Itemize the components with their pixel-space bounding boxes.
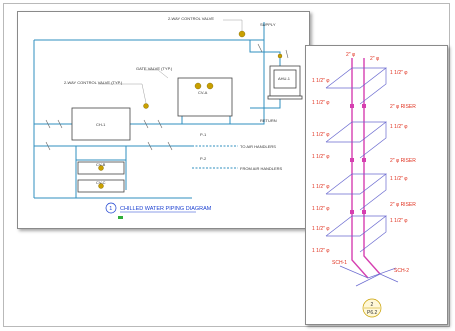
valve-box-upper[interactable] xyxy=(177,77,233,117)
bottom-label: SCH-1 xyxy=(332,260,347,266)
branch-level-3 xyxy=(325,173,388,195)
size-label-left: 1 1/2" φ xyxy=(312,226,330,232)
valve-lower-b-icon[interactable] xyxy=(98,183,104,189)
isometric-sheet-ref: P6.2 xyxy=(367,310,378,316)
chiller-box[interactable] xyxy=(71,107,131,141)
riser-label: 2" φ RISER xyxy=(390,202,416,208)
branch-level-1-drop xyxy=(359,68,387,105)
size-label-right: 1 1/2" φ xyxy=(390,124,408,130)
riser-fitting xyxy=(362,210,366,214)
fitting-mark xyxy=(147,141,153,151)
ahu-valve-icon[interactable] xyxy=(277,53,283,59)
branch-pipes xyxy=(325,67,399,287)
fitting-mark xyxy=(157,119,163,129)
leaders xyxy=(98,19,243,104)
pipe-network xyxy=(33,22,281,199)
size-label-right: 1 1/2" φ xyxy=(390,176,408,182)
components xyxy=(71,65,303,193)
ahu-screen xyxy=(273,69,297,89)
size-label-left: 1 1/2" φ xyxy=(312,132,330,138)
valve-lower-a-icon[interactable] xyxy=(98,165,104,171)
valve-box-b-label: CV-B xyxy=(96,162,106,167)
riser-pipe-b xyxy=(363,58,381,275)
piping-diagram-svg: 2-WAY CONTROL VALVE SUPPLY GATE VALVE (T… xyxy=(33,16,303,219)
diagram-number: 1 xyxy=(109,206,112,212)
size-label-right: 1 1/2" φ xyxy=(390,218,408,224)
branch-level-3-drop xyxy=(359,174,387,211)
riser-pipes xyxy=(351,58,381,279)
pump-1-label: P-1 xyxy=(200,132,207,137)
valve-box-c-label: CV-C xyxy=(96,180,106,185)
chiller-return-pipe xyxy=(198,108,265,125)
piping-diagram-sheet[interactable]: 2-WAY CONTROL VALVE SUPPLY GATE VALVE (T… xyxy=(17,11,310,229)
fitting-mark xyxy=(143,119,149,129)
valves xyxy=(98,30,283,189)
fitting-mark xyxy=(45,119,51,129)
riser-fitting xyxy=(350,210,354,214)
valve-box-a-label: CV-A xyxy=(198,90,208,95)
riser-fitting xyxy=(362,158,366,162)
branch-level-4 xyxy=(325,215,388,237)
riser-fitting xyxy=(350,158,354,162)
size-label-left: 1 1/2" φ xyxy=(312,184,330,190)
isometric-riser-svg: 1 1/2" φ 1 1/2" φ 1 1/2" φ 1 1/2" φ 1 1/… xyxy=(312,52,416,318)
diagram-number-balloon xyxy=(105,202,117,214)
fitting-mark xyxy=(57,119,63,129)
bottom-label: SCH-2 xyxy=(394,268,409,274)
fitting-mark xyxy=(45,141,51,151)
air-unit-label: AHU-1 xyxy=(278,76,291,81)
fitting-mark xyxy=(285,49,289,59)
riser-label: 2" φ RISER xyxy=(390,104,416,110)
valve-group-link xyxy=(75,146,127,161)
ahu-base xyxy=(267,95,303,100)
size-label-left: 1 1/2" φ xyxy=(312,78,330,84)
gate-valve-icon-2[interactable] xyxy=(206,82,214,90)
gate-valve-label: GATE VALVE (TYP.) xyxy=(136,66,173,71)
fittings xyxy=(45,43,289,151)
to-air-handler-label: TO AIR HANDLERS xyxy=(240,144,276,149)
pump-2-label: P-2 xyxy=(200,156,207,161)
diagram-title: CHILLED WATER PIPING DIAGRAM xyxy=(120,206,212,212)
riser-fitting xyxy=(350,104,354,108)
return-top-label: RETURN xyxy=(260,118,277,123)
bottom-manifold-b xyxy=(355,273,399,287)
bottom-manifold xyxy=(339,265,397,279)
top-size-label: 2" φ xyxy=(370,56,380,62)
branch-level-4-drop xyxy=(359,216,387,253)
fitting-mark xyxy=(257,43,263,53)
size-label-left: 1 1/2" φ xyxy=(312,100,330,106)
size-label-left: 1 1/2" φ xyxy=(312,248,330,254)
ahu-supply-pipe xyxy=(249,40,281,74)
title-marker xyxy=(118,216,123,219)
size-label-left: 1 1/2" φ xyxy=(312,154,330,160)
riser-pipe-a xyxy=(351,58,369,279)
branch-level-1 xyxy=(325,67,388,89)
gate-valve-icon[interactable] xyxy=(194,82,202,90)
control-valve-left-icon[interactable] xyxy=(143,103,149,109)
top-size-label: 2" φ xyxy=(346,52,356,58)
branch-level-2-drop xyxy=(359,122,387,159)
chiller-label: CH-1 xyxy=(96,122,106,127)
fitting-mark xyxy=(167,141,173,151)
control-valve-top-label: 2-WAY CONTROL VALVE xyxy=(168,16,214,21)
supply-top-label: SUPPLY xyxy=(260,22,276,27)
control-valve-left-label: 2-WAY CONTROL VALVE (TYP.) xyxy=(64,80,123,85)
leader-control-valve-left xyxy=(98,83,147,104)
control-valve-top-icon[interactable] xyxy=(238,30,246,38)
riser-label: 2" φ RISER xyxy=(390,158,416,164)
leader-control-valve-top xyxy=(223,19,243,31)
from-air-handler-label: FROM AIR HANDLERS xyxy=(240,166,283,171)
size-label-right: 1 1/2" φ xyxy=(390,70,408,76)
riser-fittings xyxy=(350,104,366,214)
size-label-left: 1 1/2" φ xyxy=(312,206,330,212)
leader-gate-valve xyxy=(144,69,169,79)
isometric-riser-sheet[interactable]: 1 1/2" φ 1 1/2" φ 1 1/2" φ 1 1/2" φ 1 1/… xyxy=(305,45,448,325)
valve-group-link-2 xyxy=(75,190,126,199)
branch-level-2 xyxy=(325,121,388,143)
riser-fitting xyxy=(362,104,366,108)
isometric-number: 2 xyxy=(371,302,374,308)
